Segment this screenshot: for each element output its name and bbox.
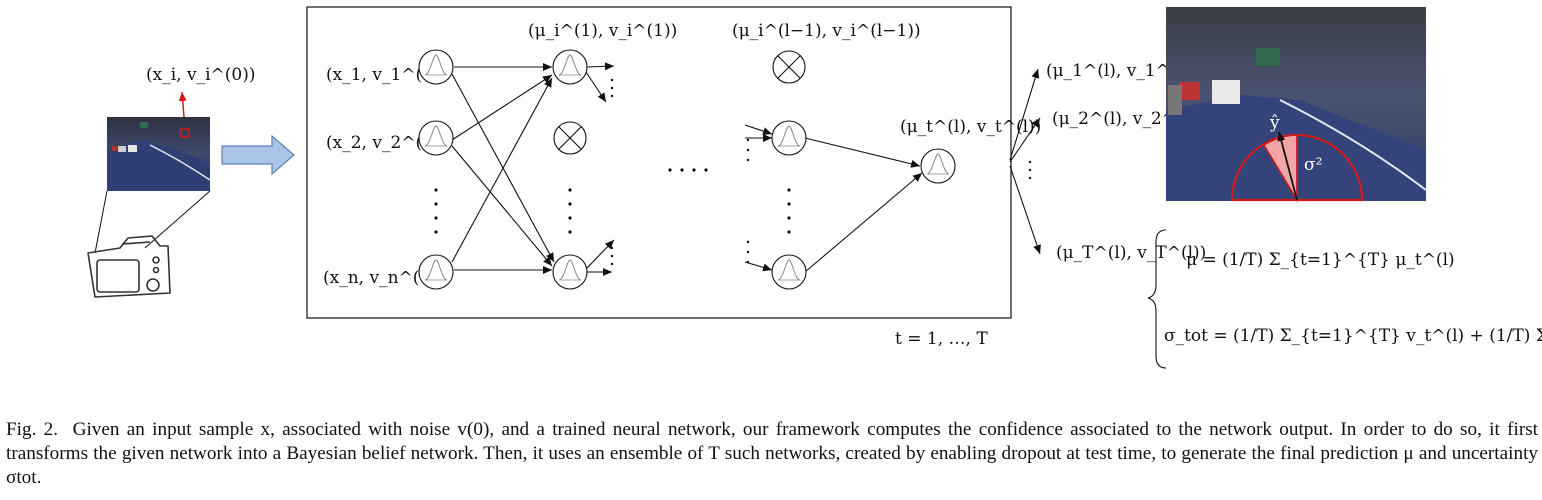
- ensemble-output-label: (μ_1^(l), v_1^(l)): [1046, 61, 1195, 81]
- dropout-x-icon: [772, 50, 806, 84]
- figure-diagram: (x_i, v_i^(0)) (x_1, v_1^(0)) (x_2, v_2^…: [87, 6, 1542, 369]
- network-box: [306, 6, 1012, 319]
- gaussian-icon: [418, 120, 454, 156]
- ensemble-output-label: (μ_T^(l), v_T^(l)): [1056, 243, 1206, 263]
- gaussian-icon: [920, 148, 956, 184]
- gaussian-nodes: [418, 49, 956, 290]
- formula-brace: [1147, 229, 1167, 369]
- gaussian-icon: [771, 254, 807, 290]
- uncertainty-semicircle: [1230, 131, 1364, 203]
- figure-caption: Fig. 2. Given an input sample x, associa…: [6, 418, 1538, 490]
- caption-text: Given an input sample x, associated with…: [6, 419, 1539, 488]
- input-node-label: (x_2, v_2^(0)): [326, 133, 446, 153]
- yhat-label: ŷ: [1269, 113, 1280, 133]
- projection-line-left: [94, 190, 108, 254]
- input-label: (x_i, v_i^(0)): [146, 65, 255, 85]
- dropout-x-icon: [553, 121, 587, 155]
- layer-l-minus-1-label: (μ_i^(l−1), v_i^(l−1)): [732, 21, 921, 41]
- transform-arrow: [221, 134, 295, 176]
- image-patch-marker: [180, 128, 190, 138]
- road-image: [107, 117, 211, 191]
- input-node-label: (x_n, v_n^(0)): [323, 268, 444, 288]
- camera-icon: [87, 235, 171, 298]
- gaussian-icon: [418, 254, 454, 290]
- input-node-label: (x_1, v_1^(0)): [326, 65, 446, 85]
- gaussian-icon: [771, 120, 807, 156]
- ensemble-range-label: t = 1, …, T: [895, 329, 988, 349]
- caption-prefix: Fig. 2.: [6, 419, 59, 440]
- mu-formula: μ = (1/T) Σ_{t=1}^{T} μ_t^(l): [1186, 250, 1455, 270]
- gaussian-icon: [552, 254, 588, 290]
- network-connections: [451, 62, 1041, 276]
- gaussian-icon: [418, 49, 454, 85]
- sigma-formula: σ_tot = (1/T) Σ_{t=1}^{T} v_t^(l) + (1/T…: [1164, 326, 1542, 346]
- output-road-image: ŷ σ²: [1166, 7, 1427, 203]
- gaussian-icon: [552, 49, 588, 85]
- layer1-label: (μ_i^(1), v_i^(1)): [528, 21, 677, 41]
- input-section: (x_i, v_i^(0)): [87, 65, 255, 298]
- vertical-ellipsis: [434, 78, 1032, 266]
- output-node-label: (μ_t^(l), v_t^(l)): [900, 117, 1041, 137]
- ensemble-output-label: (μ_2^(l), v_2^(l)): [1052, 109, 1201, 129]
- projection-line-right: [144, 190, 211, 249]
- sigma2-label: σ²: [1304, 155, 1322, 175]
